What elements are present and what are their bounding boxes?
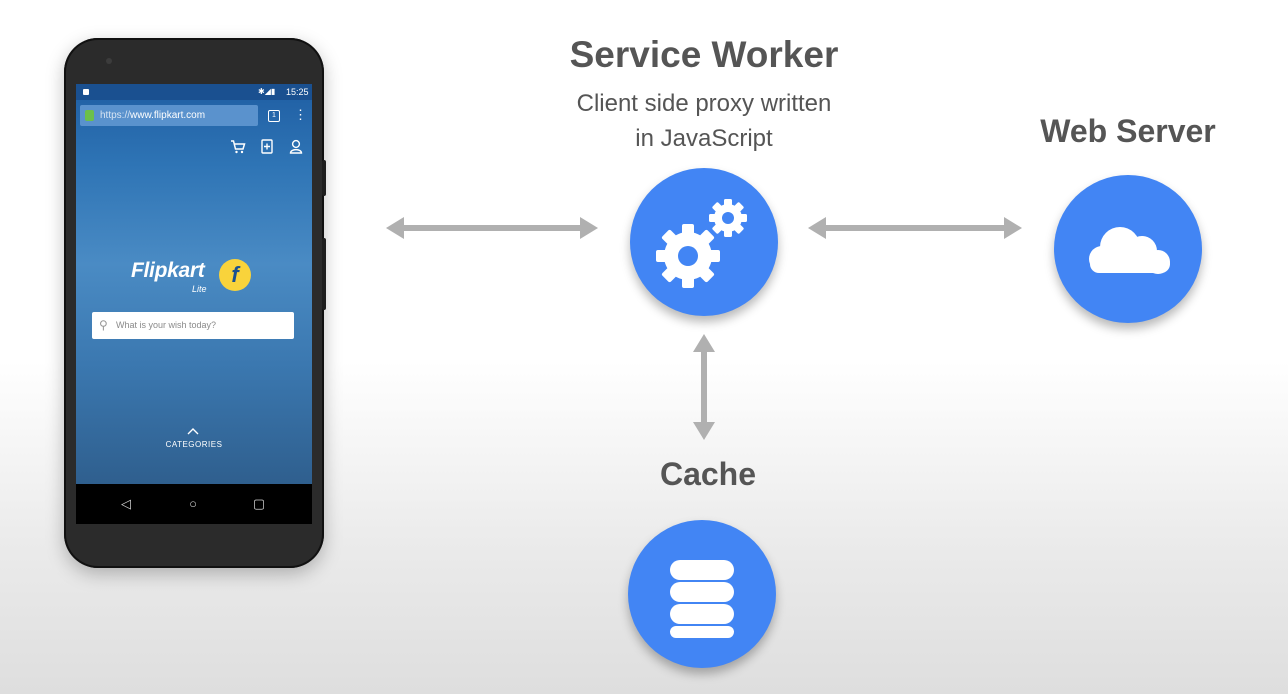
- web-server-node: [1054, 175, 1202, 323]
- status-bar: ✱◢▮ 15:25: [76, 84, 312, 100]
- arrow-phone-service-worker: [386, 217, 598, 239]
- recents-icon[interactable]: ▢: [252, 496, 266, 511]
- lock-icon: [85, 110, 94, 121]
- web-server-title: Web Server: [1040, 113, 1216, 149]
- search-input[interactable]: ⚲ What is your wish today?: [92, 312, 294, 339]
- phone-screen: ✱◢▮ 15:25 https://www.flipkart.com 1 ⋮ F…: [76, 84, 312, 484]
- android-nav-bar: ◁ ○ ▢: [76, 484, 312, 524]
- arrow-service-worker-cache: [693, 334, 715, 440]
- overflow-menu-icon[interactable]: ⋮: [294, 107, 307, 122]
- search-icon: ⚲: [99, 318, 108, 332]
- gears-icon: [656, 199, 747, 288]
- service-worker-title: Service Worker: [569, 34, 839, 75]
- home-icon[interactable]: ○: [189, 496, 197, 511]
- user-icon[interactable]: [289, 139, 303, 154]
- back-icon[interactable]: ◁: [121, 496, 131, 511]
- url-scheme: https://: [100, 110, 131, 121]
- signal-icon: ✱◢▮: [258, 87, 276, 96]
- chevron-up-icon[interactable]: [187, 427, 199, 435]
- service-worker-node: [630, 168, 778, 316]
- phone-power-button: [322, 160, 326, 196]
- brand-logo-subtext: Lite: [192, 284, 207, 294]
- categories-button[interactable]: CATEGORIES: [165, 440, 223, 449]
- database-icon: [670, 560, 734, 638]
- service-worker-subtitle-line-1: Client side proxy written: [576, 90, 832, 117]
- cache-node: [628, 520, 776, 668]
- tab-switcher-button[interactable]: 1: [268, 110, 280, 122]
- service-worker-subtitle-line-2: in JavaScript: [635, 125, 773, 152]
- address-bar[interactable]: https://www.flipkart.com: [80, 105, 258, 126]
- status-time: 15:25: [286, 87, 309, 97]
- arrow-service-worker-web-server: [808, 217, 1022, 239]
- url-host: www.flipkart.com: [130, 110, 206, 121]
- brand-badge-icon: f: [219, 259, 251, 291]
- phone-volume-button: [322, 238, 326, 310]
- notification-icon: [83, 89, 89, 95]
- cart-icon[interactable]: [230, 140, 246, 154]
- cache-title: Cache: [659, 456, 757, 492]
- add-icon[interactable]: [261, 139, 273, 154]
- phone-speaker: [106, 58, 112, 64]
- brand-logo-text: Flipkart: [131, 259, 205, 282]
- search-placeholder: What is your wish today?: [116, 320, 217, 330]
- url-text: https://www.flipkart.com: [100, 105, 205, 126]
- cloud-icon: [1089, 227, 1170, 274]
